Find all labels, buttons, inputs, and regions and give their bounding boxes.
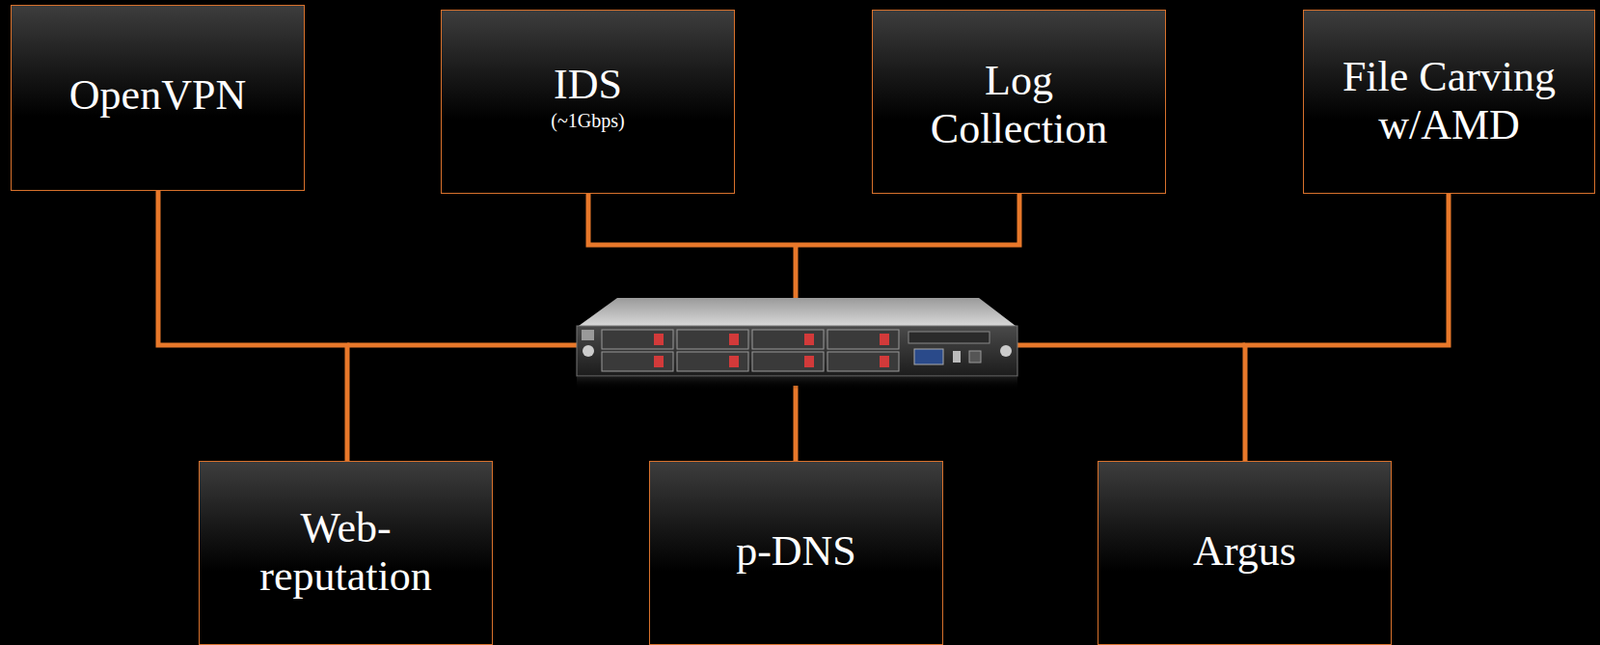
usb-port <box>952 351 961 363</box>
drive-latch <box>879 355 890 368</box>
box-label: Web-reputation <box>230 504 462 600</box>
drive-bays <box>601 329 899 372</box>
trunk-lines <box>347 244 1246 463</box>
drive-latch <box>879 333 890 346</box>
server-handle <box>1000 345 1012 357</box>
trunk-line <box>347 343 579 349</box>
drive-latch <box>653 355 664 368</box>
drive-latch <box>729 333 739 346</box>
drive-bay <box>752 352 824 372</box>
box-label: p-DNS <box>656 527 937 576</box>
box-label: Argus <box>1105 527 1385 576</box>
server-reflection <box>576 376 1018 390</box>
connector-line <box>1245 193 1449 462</box>
trunk-line <box>793 385 799 463</box>
service-box: Log Collection <box>871 9 1167 194</box>
service-box: Argus <box>1097 461 1392 645</box>
drive-latch <box>729 355 739 368</box>
box-label: Log Collection <box>908 56 1131 153</box>
drive-latch <box>804 355 814 368</box>
drive-latch <box>804 333 814 346</box>
connector-line <box>588 193 1020 245</box>
connector-line <box>158 190 348 462</box>
server-front <box>576 325 1018 377</box>
drive-bay <box>677 352 749 372</box>
server-top <box>578 298 1016 326</box>
box-label: IDS <box>448 60 729 109</box>
service-box: p-DNS <box>649 461 944 645</box>
drive-bay <box>601 329 674 350</box>
trunk-line <box>793 244 799 301</box>
optical-drive <box>908 331 990 344</box>
drive-bay <box>827 352 899 372</box>
drive-bay <box>827 329 899 350</box>
drive-bay <box>601 352 674 372</box>
box-sublabel: (~1Gbps) <box>448 108 729 133</box>
drive-latch <box>653 333 664 346</box>
service-box: IDS(~1Gbps) <box>440 9 735 194</box>
service-box: Web-reputation <box>198 461 493 645</box>
vga-port <box>914 349 944 365</box>
box-label: File Carving w/AMD <box>1311 53 1587 149</box>
drive-bay <box>677 329 749 350</box>
box-label: OpenVPN <box>18 71 299 120</box>
drive-bay <box>752 329 824 350</box>
server-logo <box>581 329 595 341</box>
server-handle <box>582 345 595 357</box>
service-box: File Carving w/AMD <box>1302 9 1596 194</box>
trunk-line <box>1015 343 1246 349</box>
power-button <box>969 351 981 363</box>
service-box: OpenVPN <box>10 4 305 191</box>
